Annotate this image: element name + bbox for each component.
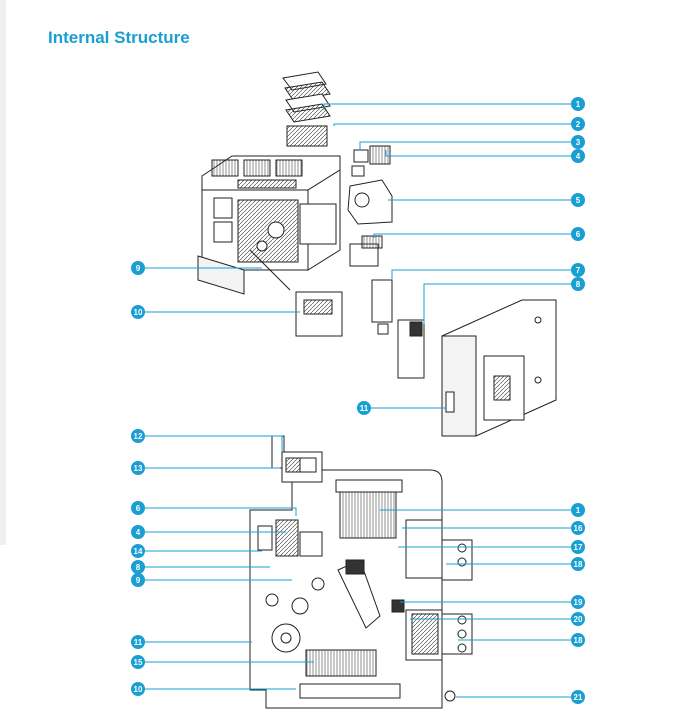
top-leader-lines (140, 103, 574, 409)
callout-b-20: 20 (571, 612, 585, 626)
callout-b-10: 10 (131, 682, 145, 696)
bottom-leader-lines (140, 435, 574, 698)
callout-2-label: 2 (576, 120, 581, 129)
accessory-parts (295, 145, 425, 379)
callout-9-label: 9 (136, 264, 141, 273)
callout-b-8-label: 8 (136, 563, 141, 572)
top-exploded-view (197, 71, 557, 437)
callout-1-label: 1 (576, 100, 581, 109)
callout-b-14: 14 (131, 544, 145, 558)
callout-b-18b-label: 18 (574, 636, 583, 645)
callout-b-4-label: 4 (136, 528, 141, 537)
callout-11-label: 11 (360, 404, 369, 413)
bottom-section-view (249, 435, 473, 709)
callout-8-label: 8 (576, 280, 581, 289)
left-margin-band (0, 0, 6, 545)
callout-b-9-label: 9 (136, 576, 141, 585)
callout-5: 5 (571, 193, 585, 207)
callout-b-18a: 18 (571, 557, 585, 571)
callout-b-1: 1 (571, 503, 585, 517)
front-cover (441, 299, 557, 437)
callout-4-label: 4 (576, 152, 581, 161)
callout-b-14-label: 14 (134, 547, 143, 556)
callout-1: 1 (571, 97, 585, 111)
callout-b-8: 8 (131, 560, 145, 574)
callout-b-16-label: 16 (574, 524, 583, 533)
callout-10-label: 10 (134, 308, 143, 317)
callout-3-label: 3 (576, 138, 581, 147)
callout-b-19: 19 (571, 595, 585, 609)
callout-b-15-label: 15 (134, 658, 143, 667)
callout-8: 8 (571, 277, 585, 291)
callout-b-16: 16 (571, 521, 585, 535)
callout-6: 6 (571, 227, 585, 241)
callout-b-11-label: 11 (134, 638, 143, 647)
callout-11: 11 (357, 401, 371, 415)
callout-b-11: 11 (131, 635, 145, 649)
callout-b-1-label: 1 (576, 506, 581, 515)
callout-5-label: 5 (576, 196, 581, 205)
callout-b-6-label: 6 (136, 504, 141, 513)
callout-b-12-label: 12 (134, 432, 143, 441)
callout-2: 2 (571, 117, 585, 131)
callout-4: 4 (571, 149, 585, 163)
callout-b-12: 12 (131, 429, 145, 443)
callout-7-label: 7 (576, 266, 581, 275)
callout-3: 3 (571, 135, 585, 149)
callout-b-9: 9 (131, 573, 145, 587)
callout-9: 9 (131, 261, 145, 275)
callout-b-13-label: 13 (134, 464, 143, 473)
callout-b-13: 13 (131, 461, 145, 475)
callout-badges: 1 2 3 4 5 6 7 8 9 10 11 12 13 6 4 14 8 9… (131, 97, 585, 704)
callout-7: 7 (571, 263, 585, 277)
callout-b-17: 17 (571, 540, 585, 554)
callout-b-15: 15 (131, 655, 145, 669)
callout-10: 10 (131, 305, 145, 319)
callout-b-18a-label: 18 (574, 560, 583, 569)
callout-b-6: 6 (131, 501, 145, 515)
breaker-body (197, 155, 341, 295)
page-title: Internal Structure (48, 28, 190, 47)
callout-b-19-label: 19 (574, 598, 583, 607)
callout-b-10-label: 10 (134, 685, 143, 694)
callout-b-4: 4 (131, 525, 145, 539)
callout-b-21-label: 21 (574, 693, 583, 702)
callout-6-label: 6 (576, 230, 581, 239)
arc-chute-plates (282, 71, 331, 147)
callout-b-20-label: 20 (574, 615, 583, 624)
callout-b-17-label: 17 (574, 543, 583, 552)
callout-b-21: 21 (571, 690, 585, 704)
callout-b-18b: 18 (571, 633, 585, 647)
